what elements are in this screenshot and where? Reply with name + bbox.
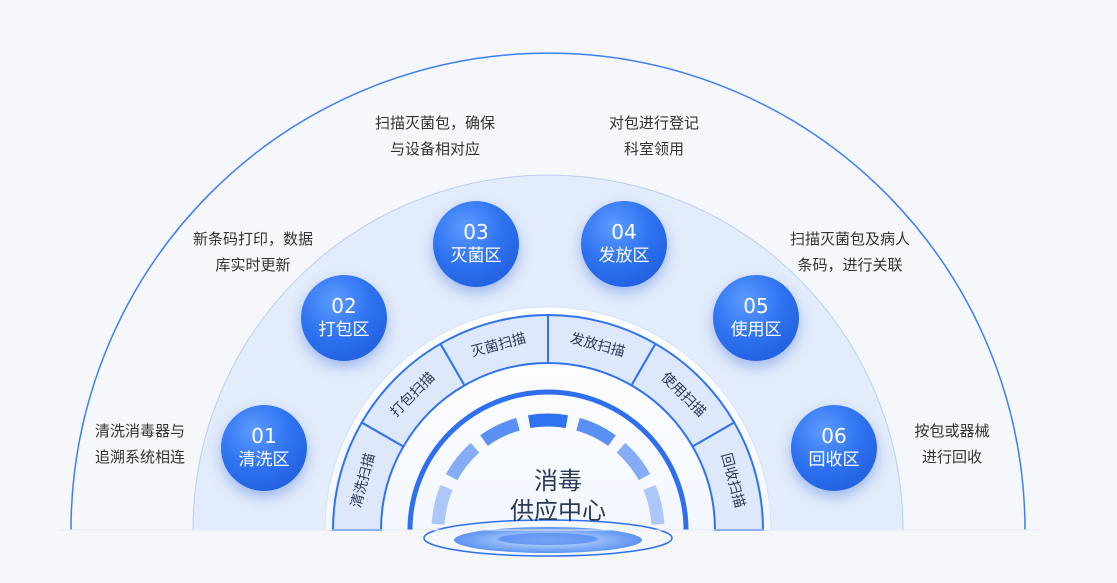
dash-segment <box>431 485 453 525</box>
zone-number: 01 <box>251 424 277 448</box>
zone-number: 02 <box>331 294 357 318</box>
zone-number: 05 <box>743 294 769 318</box>
base-ellipse-outer <box>423 519 673 557</box>
dash-ring <box>431 413 665 525</box>
description-line: 清洗消毒器与 <box>94 422 185 440</box>
description-line: 按包或器械 <box>914 422 990 440</box>
dash-segment <box>643 485 665 525</box>
zone-description-05: 扫描灭菌包及病人条码，进行关联 <box>770 226 930 278</box>
zone-name: 灭菌区 <box>450 246 502 266</box>
scan-ring: 清洗扫描打包扫描灭菌扫描发放扫描使用扫描回收扫描 <box>331 313 765 531</box>
dash-segment <box>528 413 568 429</box>
inner-bold-arc <box>407 389 689 531</box>
center-title-line-1: 消毒 <box>534 467 582 495</box>
description-line: 科室领用 <box>623 140 684 158</box>
zone-number: 04 <box>611 220 637 244</box>
zone-description-02: 新条码打印，数据库实时更新 <box>173 226 333 278</box>
zone-description-03: 扫描灭菌包，确保与设备相对应 <box>355 110 515 162</box>
dash-segment <box>576 417 616 446</box>
dash-segment <box>480 417 520 446</box>
outer-arc <box>70 52 1026 531</box>
description-line: 进行回收 <box>921 448 982 466</box>
description-line: 与设备相对应 <box>389 140 480 158</box>
description-line: 新条码打印，数据 <box>192 230 313 248</box>
base-disc-core <box>498 533 598 545</box>
zone-number: 06 <box>821 424 847 448</box>
zone-number: 03 <box>463 220 489 244</box>
zone-name: 回收区 <box>808 450 860 470</box>
zone-name: 清洗区 <box>238 450 290 470</box>
description-line: 库实时更新 <box>215 256 291 274</box>
center-title-line-2: 供应中心 <box>510 497 606 525</box>
description-line: 扫描灭菌包，确保 <box>374 114 495 132</box>
center-title: 消毒 供应中心 <box>458 466 658 526</box>
zone-name: 使用区 <box>730 320 782 340</box>
dash-segment <box>445 442 480 481</box>
description-line: 条码，进行关联 <box>797 256 903 274</box>
zone-description-01: 清洗消毒器与追溯系统相连 <box>60 418 220 470</box>
zone-description-04: 对包进行登记科室领用 <box>574 110 734 162</box>
description-line: 扫描灭菌包及病人 <box>789 230 910 248</box>
zone-name: 打包区 <box>318 320 370 340</box>
zone-name: 发放区 <box>598 246 650 266</box>
description-line: 追溯系统相连 <box>94 448 185 466</box>
dash-segment <box>616 442 651 481</box>
zone-description-06: 按包或器械进行回收 <box>872 418 1032 470</box>
description-line: 对包进行登记 <box>608 114 699 132</box>
